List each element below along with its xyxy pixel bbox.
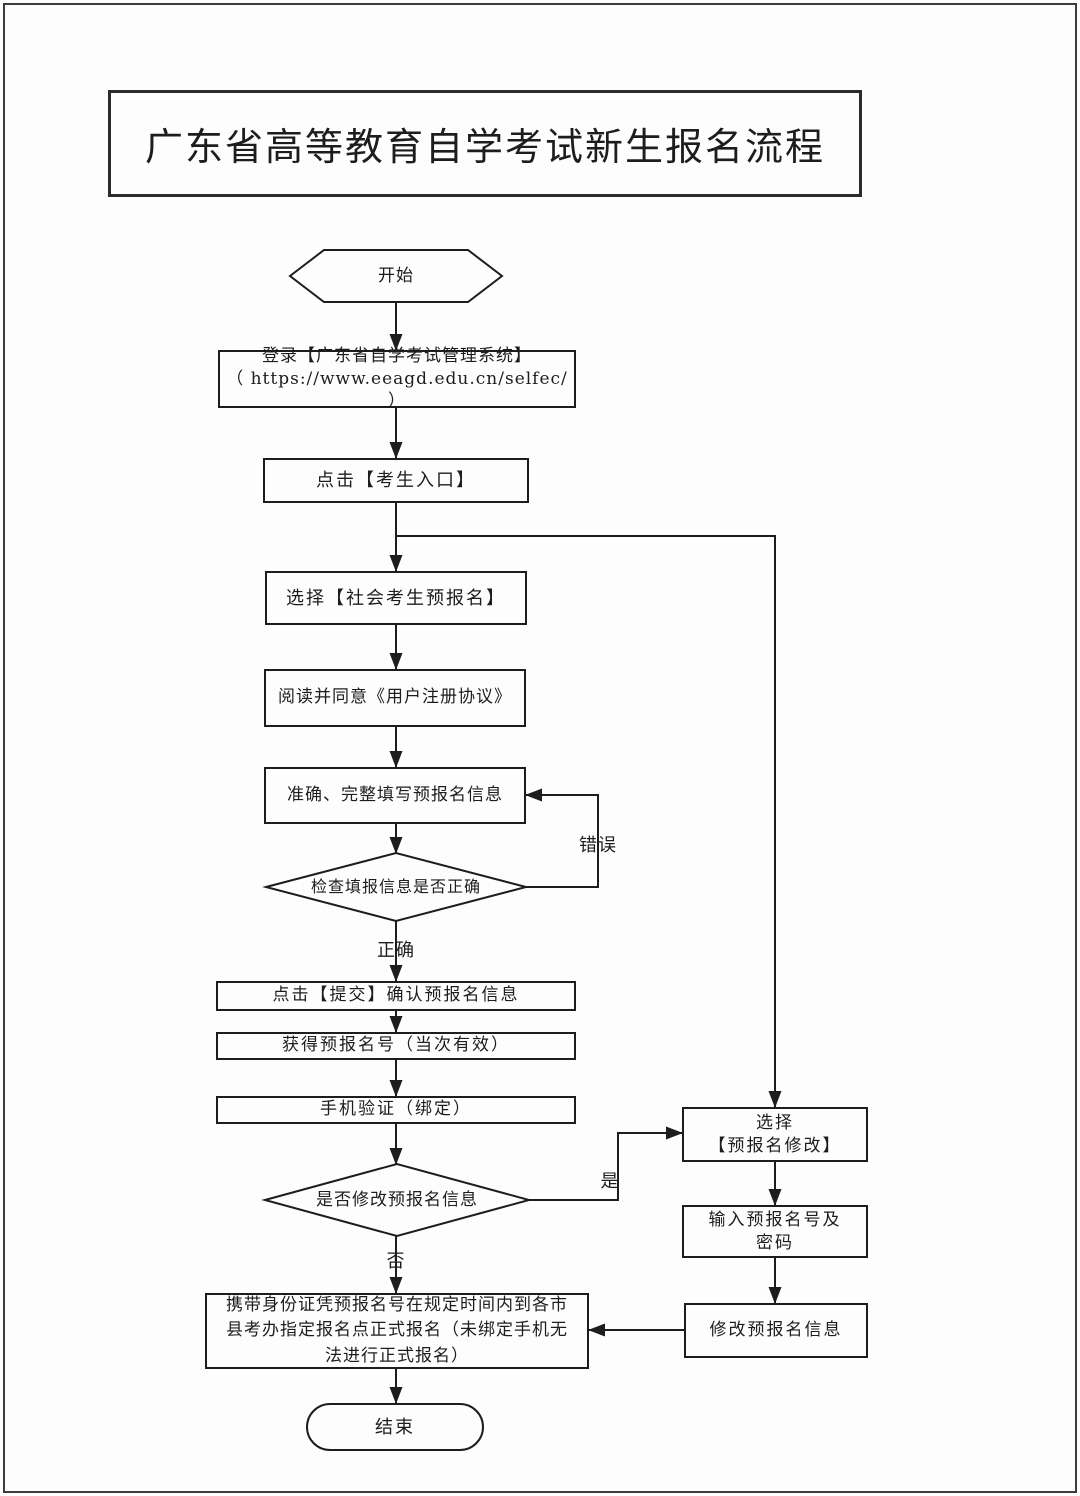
- diagram-title: 广东省高等教育自学考试新生报名流程: [144, 125, 825, 169]
- node-modify-info: 修改预报名信息: [684, 1303, 868, 1358]
- agreement-label: 阅读并同意《用户注册协议》: [278, 687, 512, 708]
- edge-label-no: 否: [386, 1251, 406, 1272]
- phone-label: 手机验证（绑定）: [320, 1099, 472, 1120]
- check-label: 检查填报信息是否正确: [310, 876, 481, 896]
- start-label: 开始: [378, 265, 414, 286]
- input-number-line2: 密码: [756, 1232, 794, 1253]
- entry-label: 点击【考生入口】: [316, 470, 476, 491]
- edge-label-correct: 正确: [377, 940, 415, 961]
- end-label: 结束: [375, 1416, 415, 1438]
- node-check-decision: 检查填报信息是否正确: [276, 853, 516, 921]
- connector-branch-to-modify-select: [396, 535, 782, 1108]
- node-input-number: 输入预报名号及 密码: [682, 1205, 868, 1258]
- select-modify-line2: 【预报名修改】: [708, 1135, 842, 1156]
- submit-label: 点击【提交】确认预报名信息: [272, 985, 520, 1006]
- edge-label-error: 错误: [579, 835, 617, 856]
- select-modify-line1: 选择: [756, 1112, 794, 1133]
- login-line1: 登录【广东省自学考试管理系统】: [262, 345, 532, 366]
- node-social-preregister: 选择【社会考生预报名】: [265, 571, 527, 625]
- node-end: 结束: [306, 1403, 484, 1451]
- node-modify-decision: 是否修改预报名信息: [285, 1164, 509, 1236]
- node-entry: 点击【考生入口】: [263, 458, 529, 503]
- node-select-modify: 选择 【预报名修改】: [682, 1107, 868, 1162]
- connector-yes-branch: [529, 1126, 683, 1201]
- modify-q-label: 是否修改预报名信息: [316, 1189, 478, 1210]
- social-label: 选择【社会考生预报名】: [286, 587, 506, 609]
- modify-info-label: 修改预报名信息: [709, 1319, 843, 1340]
- node-reg-number: 获得预报名号（当次有效）: [216, 1032, 576, 1060]
- edge-label-yes: 是: [600, 1171, 620, 1192]
- fill-label: 准确、完整填写预报名信息: [287, 784, 503, 805]
- node-start: 开始: [290, 250, 502, 302]
- formal-label: 携带身份证凭预报名号在规定时间内到各市县考办指定报名点正式报名（未绑定手机无法进…: [226, 1294, 568, 1366]
- node-submit: 点击【提交】确认预报名信息: [216, 981, 576, 1011]
- start-hexagon-shape: [288, 249, 504, 303]
- node-phone-verify: 手机验证（绑定）: [216, 1096, 576, 1124]
- check-diamond-shape: [262, 851, 530, 923]
- reg-number-label: 获得预报名号（当次有效）: [282, 1035, 510, 1056]
- modify-diamond-shape: [261, 1162, 533, 1238]
- node-agreement: 阅读并同意《用户注册协议》: [264, 669, 526, 727]
- connector-error-loop: [525, 788, 599, 888]
- input-number-line1: 输入预报名号及: [708, 1209, 842, 1230]
- node-formal-register: 携带身份证凭预报名号在规定时间内到各市县考办指定报名点正式报名（未绑定手机无法进…: [205, 1293, 589, 1369]
- login-line2: （ https://www.eeagd.edu.cn/selfec/ ）: [226, 368, 568, 412]
- node-fill-info: 准确、完整填写预报名信息: [264, 767, 526, 824]
- node-login: 登录【广东省自学考试管理系统】 （ https://www.eeagd.edu.…: [218, 346, 576, 411]
- title-box: 广东省高等教育自学考试新生报名流程: [108, 90, 862, 197]
